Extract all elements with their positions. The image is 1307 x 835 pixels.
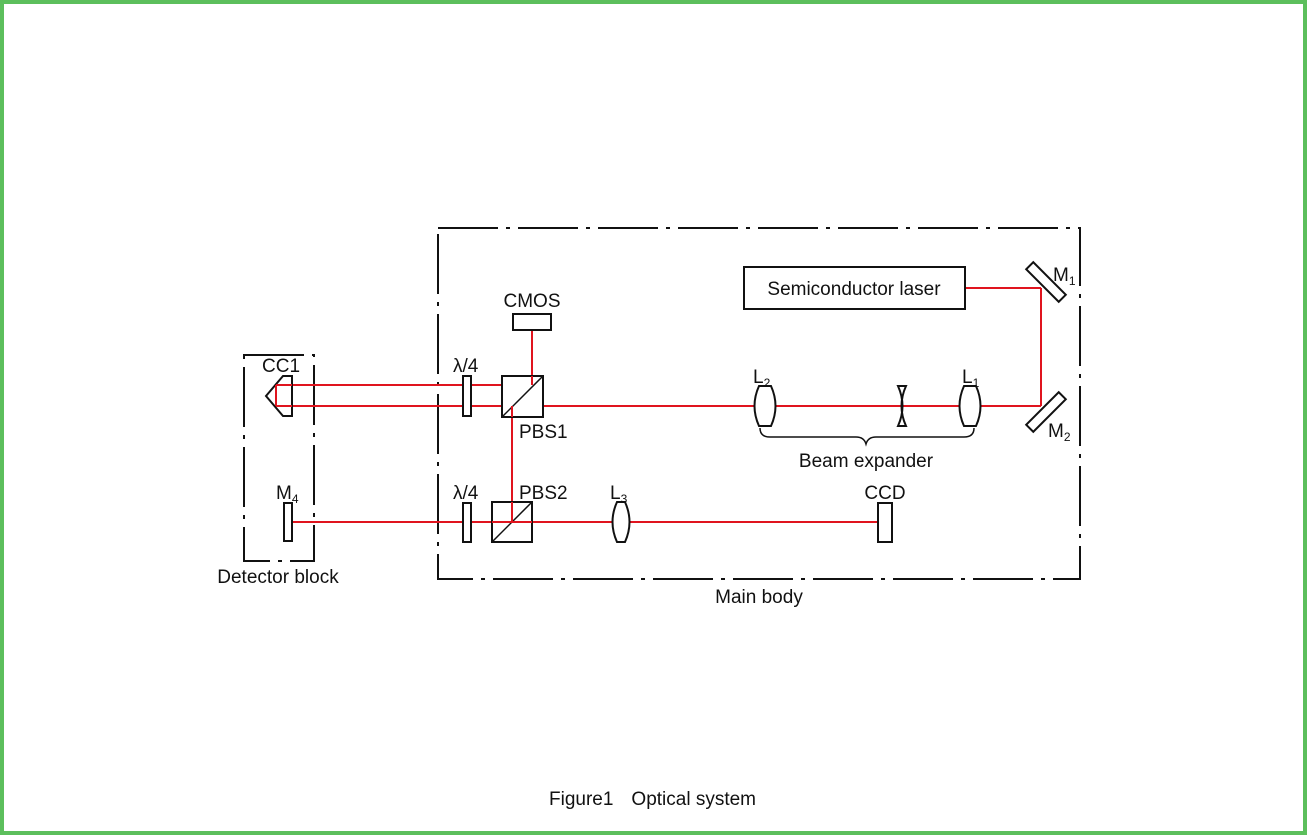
cmos-label: CMOS (504, 291, 561, 312)
main-body-enclosure (437, 227, 1081, 580)
cmos-sensor (512, 313, 552, 331)
lens-l2-label: L2 (753, 367, 771, 390)
pbs2-label: PBS2 (519, 483, 568, 504)
ccd-sensor (877, 502, 893, 543)
mirror-m1 (1024, 260, 1068, 304)
lens-l3 (611, 501, 631, 543)
main-body-label: Main body (715, 587, 803, 608)
figure-number: Figure1 (549, 789, 613, 810)
semiconductor-laser (743, 266, 966, 310)
lens-l3-label: L3 (610, 483, 628, 506)
pbs1-label: PBS1 (519, 422, 568, 443)
corner-cube-cc1 (264, 375, 293, 417)
beam-expander-label: Beam expander (799, 451, 934, 472)
semiconductor-laser-label: Semiconductor laser (767, 279, 941, 300)
figure-caption: Figure1 Optical system (549, 789, 756, 810)
laser-beam-path (275, 287, 1042, 523)
figure-title: Optical system (631, 789, 756, 810)
pbs1-diagonal (501, 375, 544, 418)
quarter-wave-plate-bottom-label: λ/4 (453, 483, 479, 504)
mirror-m2 (1024, 390, 1068, 434)
mirror-m1-label: M1 (1053, 265, 1076, 288)
lens-l1-label: L1 (962, 367, 980, 390)
quarter-wave-plate-bottom (462, 502, 472, 543)
ccd-label: CCD (864, 483, 905, 504)
detector-block-enclosure (243, 354, 315, 562)
mirror-m2-label: M2 (1048, 421, 1071, 444)
lens-l2 (753, 385, 777, 427)
lens-l1 (958, 385, 982, 427)
cc1-label: CC1 (262, 356, 300, 377)
detector-block-label: Detector block (217, 567, 339, 588)
concave-lens (896, 385, 908, 427)
beam-expander-brace (759, 427, 975, 447)
quarter-wave-plate-top-label: λ/4 (453, 356, 479, 377)
mirror-m4-label: M4 (276, 483, 299, 506)
mirror-m4 (283, 502, 293, 542)
quarter-wave-plate-top (462, 375, 472, 417)
